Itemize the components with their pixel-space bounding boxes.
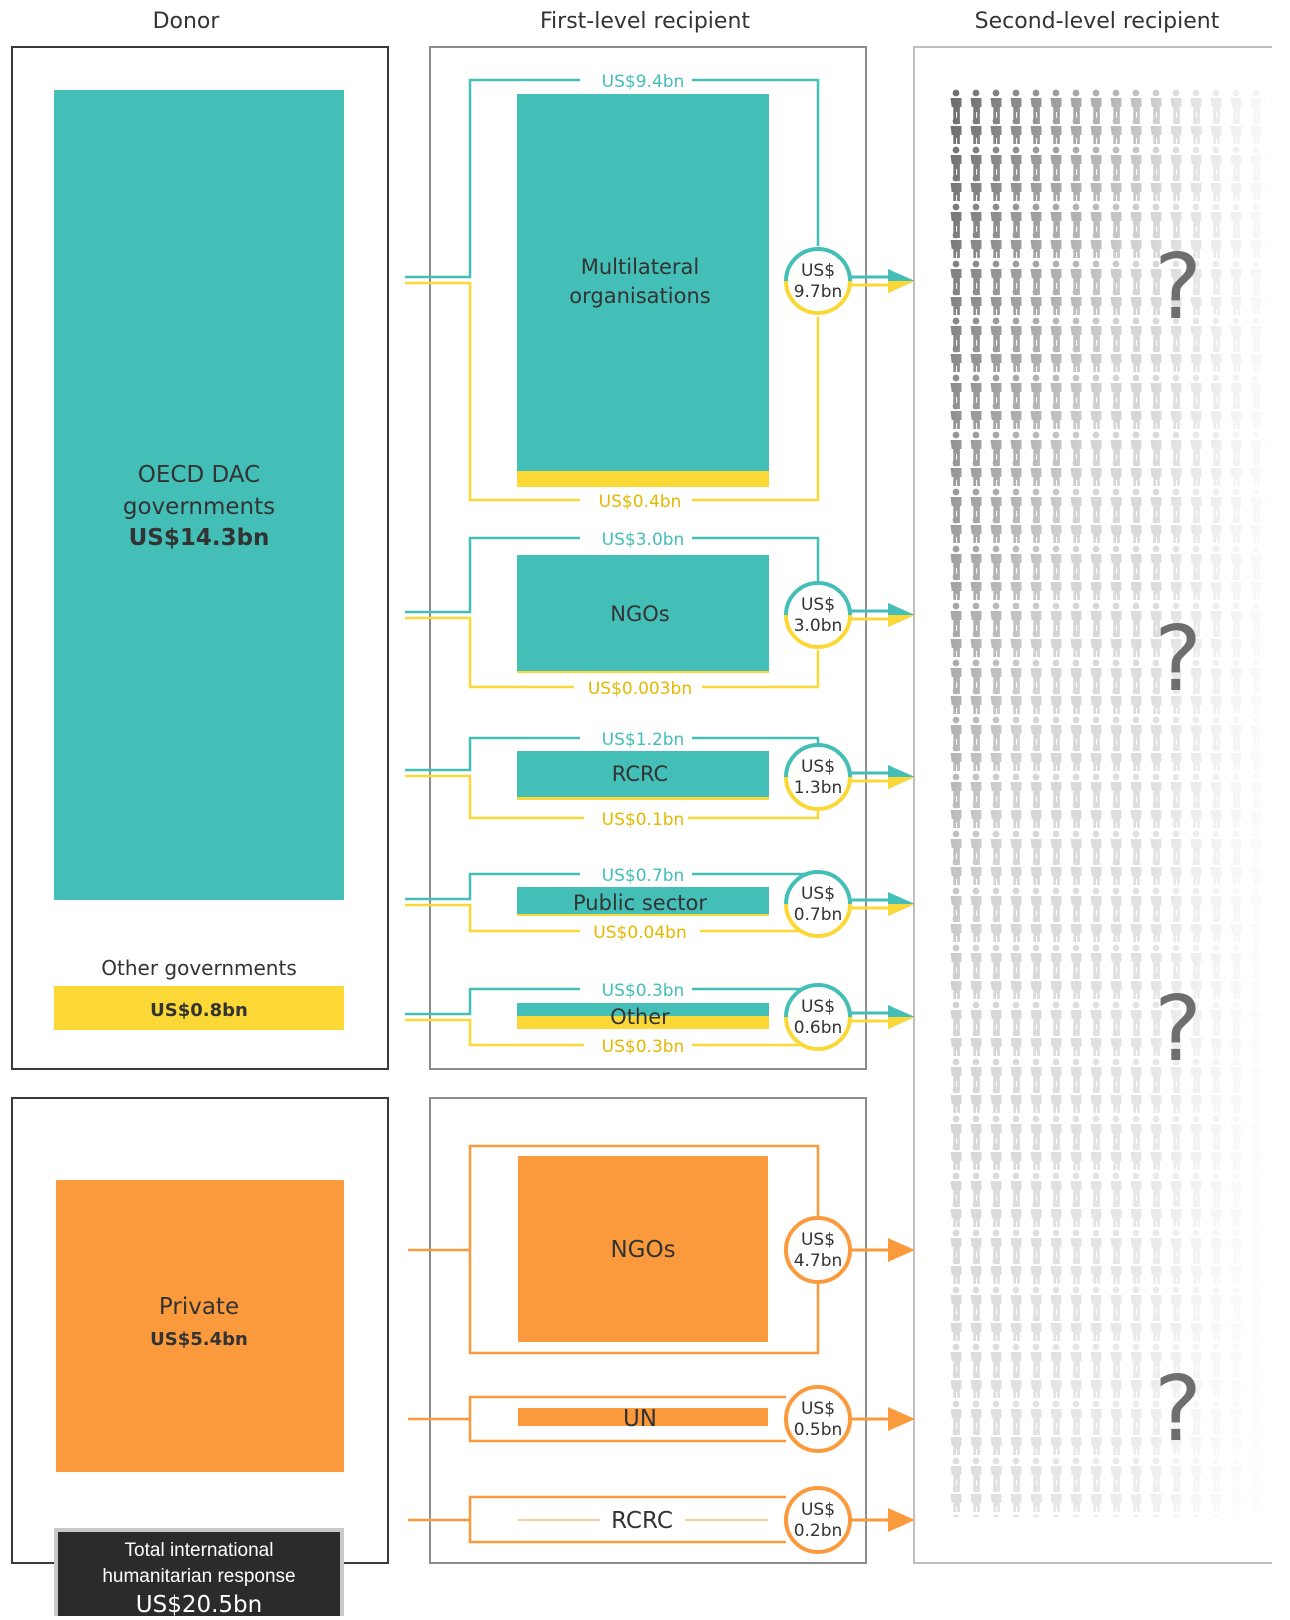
oecd-dac-label-line1: OECD DAC <box>138 462 260 488</box>
header-donor: Donor <box>153 9 221 34</box>
rcrc-public-yellow-flow-label: US$0.1bn <box>602 810 685 830</box>
un-private-block <box>518 1408 768 1426</box>
header-first-level: First-level recipient <box>540 9 750 34</box>
rcrc-public-teal-flow-label: US$1.2bn <box>602 730 685 750</box>
header-second-level: Second-level recipient <box>975 9 1220 34</box>
question-mark-1: ? <box>1154 235 1202 340</box>
flow-multilateral: US$9.4bn US$0.4bn Multilateral organisat… <box>405 69 915 512</box>
rcrc-public-yellow-block <box>517 797 769 800</box>
ngos-public-label: NGOs <box>610 602 669 626</box>
flow-public-sector: US$0.7bn US$0.04bn Public sector US$ 0.7… <box>405 863 915 943</box>
other-governments-label: Other governments <box>101 956 297 980</box>
un-private-total-line2: 0.5bn <box>794 1420 843 1440</box>
other-yellow-block <box>517 1016 769 1029</box>
multilateral-label-line1: Multilateral <box>581 255 700 279</box>
total-label-line1: Total international <box>124 1540 274 1561</box>
rcrc-public-total-line1: US$ <box>801 757 835 777</box>
ngos-private-label: NGOs <box>610 1237 675 1263</box>
multilateral-label-line2: organisations <box>569 284 710 308</box>
ngos-public-total-line2: 3.0bn <box>794 616 843 636</box>
flow-un-private: UN US$ 0.5bn <box>408 1385 915 1453</box>
public-sector-teal-flow-label: US$0.7bn <box>602 866 685 886</box>
ngos-public-teal-block <box>517 555 769 671</box>
other-total-line2: 0.6bn <box>794 1018 843 1038</box>
ngos-private-total-line2: 4.7bn <box>794 1251 843 1271</box>
rcrc-public-label: RCRC <box>612 762 668 786</box>
ngos-public-yellow-flow-label: US$0.003bn <box>588 679 692 699</box>
total-label-line2: humanitarian response <box>102 1566 296 1587</box>
multilateral-teal-block <box>517 94 769 471</box>
oecd-dac-block <box>54 90 344 900</box>
multilateral-total-line1: US$ <box>801 261 835 281</box>
flow-ngos-private: NGOs US$ 4.7bn <box>408 1144 915 1355</box>
first-level-public-frame <box>429 46 867 1070</box>
oecd-dac-amount: US$14.3bn <box>129 525 270 551</box>
second-level-frame <box>913 46 1290 1564</box>
flow-rcrc-private: RCRC US$ 0.2bn <box>408 1486 915 1554</box>
ngos-public-total-line1: US$ <box>801 595 835 615</box>
question-mark-4: ? <box>1154 1357 1202 1462</box>
private-amount: US$5.4bn <box>150 1329 248 1350</box>
private-label: Private <box>159 1294 239 1320</box>
other-label: Other <box>610 1005 670 1029</box>
rcrc-public-total-line2: 1.3bn <box>794 778 843 798</box>
un-private-total-line1: US$ <box>801 1399 835 1419</box>
other-governments-amount: US$0.8bn <box>150 1000 248 1021</box>
other-teal-block <box>517 1003 769 1016</box>
question-mark-3: ? <box>1154 977 1202 1082</box>
multilateral-yellow-block <box>517 471 769 487</box>
other-yellow-flow-label: US$0.3bn <box>602 1037 685 1057</box>
ngos-private-total-line1: US$ <box>801 1230 835 1250</box>
private-block <box>56 1180 344 1472</box>
rcrc-private-label: RCRC <box>611 1508 673 1534</box>
first-level-private-frame <box>429 1097 867 1564</box>
people-fade-right <box>1150 82 1290 1522</box>
other-governments-block <box>54 986 344 1030</box>
question-mark-2: ? <box>1154 607 1202 712</box>
multilateral-yellow-flow-label: US$0.4bn <box>599 492 682 512</box>
rcrc-private-total-line2: 0.2bn <box>794 1521 843 1541</box>
right-edge-mask <box>1272 45 1290 1575</box>
ngos-private-block <box>518 1156 768 1342</box>
other-total-line1: US$ <box>801 997 835 1017</box>
public-sector-total-line1: US$ <box>801 884 835 904</box>
flow-ngos-public: US$3.0bn US$0.003bn NGOs US$ 3.0bn <box>405 527 915 699</box>
multilateral-total-line2: 9.7bn <box>794 282 843 302</box>
donor-public-frame <box>11 46 389 1070</box>
other-teal-flow-label: US$0.3bn <box>602 981 685 1001</box>
un-private-label: UN <box>623 1406 657 1432</box>
public-sector-yellow-block <box>517 914 769 916</box>
flow-rcrc-public: US$1.2bn US$0.1bn RCRC US$ 1.3bn <box>405 727 915 830</box>
total-amount: US$20.5bn <box>135 1592 263 1618</box>
rcrc-public-teal-block <box>517 751 769 797</box>
public-sector-label: Public sector <box>573 891 707 915</box>
ngos-public-yellow-block <box>517 671 769 673</box>
multilateral-teal-flow-label: US$9.4bn <box>602 72 685 92</box>
ngos-public-teal-flow-label: US$3.0bn <box>602 530 685 550</box>
rcrc-private-total-line1: US$ <box>801 1500 835 1520</box>
total-response-box: Total international humanitarian respons… <box>54 1528 344 1618</box>
public-sector-total-line2: 0.7bn <box>794 905 843 925</box>
oecd-dac-label-line2: governments <box>123 494 275 520</box>
public-sector-yellow-flow-label: US$0.04bn <box>593 923 686 943</box>
flow-other: US$0.3bn US$0.3bn Other US$ 0.6bn <box>405 978 915 1057</box>
public-sector-teal-block <box>517 887 769 914</box>
